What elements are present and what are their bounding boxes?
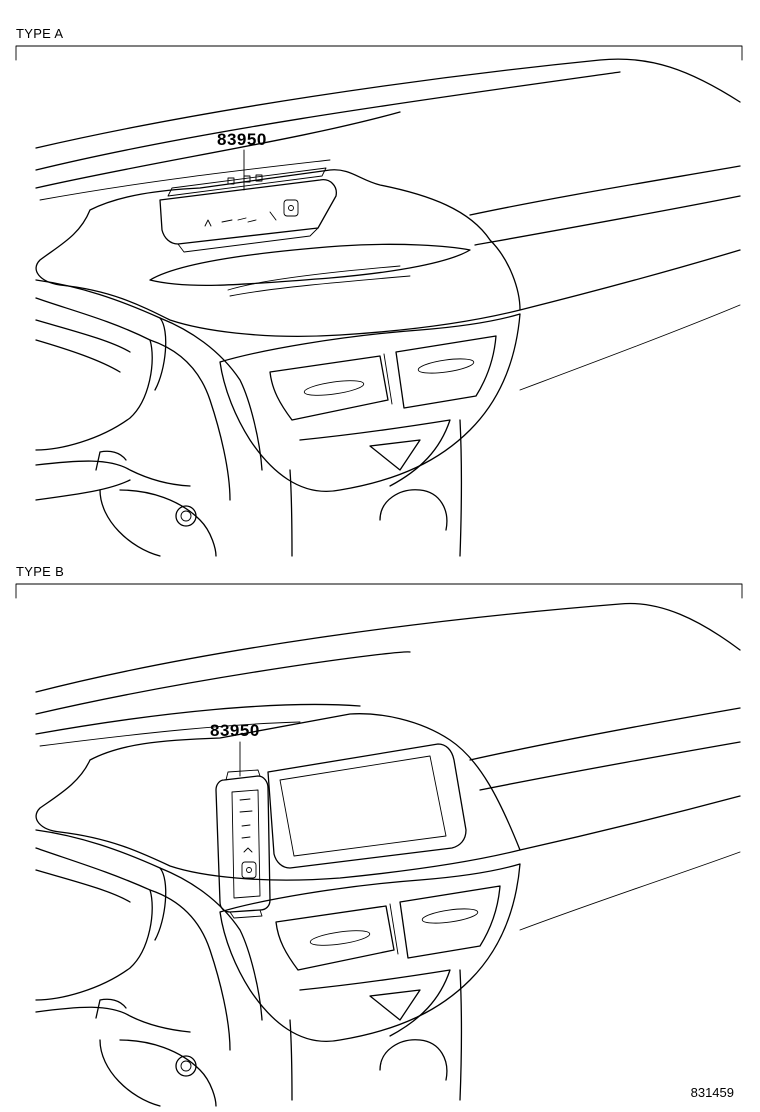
vent-divider-a xyxy=(383,353,393,405)
vent-left-a xyxy=(269,355,389,421)
type-a-label: TYPE A xyxy=(16,26,64,41)
vent-left-b xyxy=(275,905,395,971)
switch-module-a-base xyxy=(177,227,319,253)
left-trim-a2 xyxy=(35,297,153,451)
switch-module-a-icons xyxy=(204,211,277,227)
dash-edge-right-a1 xyxy=(469,165,741,216)
left-trim-a1 xyxy=(35,279,167,391)
vent-divider-b xyxy=(389,903,399,955)
display-slot-inner-a xyxy=(227,265,401,291)
switch-module-a-knob3 xyxy=(255,174,263,182)
switch-module-b-base xyxy=(229,909,263,919)
dash-edge-right-b1 xyxy=(469,707,741,761)
display-screen-b xyxy=(267,743,467,869)
knob-b xyxy=(175,1055,197,1077)
dash-top-line-a1 xyxy=(35,58,741,149)
left-panel-a-lower xyxy=(119,489,217,557)
left-trim-b1 xyxy=(35,829,167,941)
left-trim-a7 xyxy=(95,450,127,471)
left-trim-a4 xyxy=(35,339,121,373)
console-left-edge-b xyxy=(289,1019,293,1101)
knob-b-inner xyxy=(180,1060,192,1072)
left-trim-a5 xyxy=(35,460,191,487)
knob-a-inner xyxy=(180,510,192,522)
left-trim-b2 xyxy=(35,847,153,1001)
display-hood-b xyxy=(35,713,521,881)
display-hood-a xyxy=(35,169,521,337)
switch-module-b-top xyxy=(225,769,261,781)
console-triangle-a xyxy=(369,439,421,471)
dash-top-line-b1 xyxy=(35,602,741,693)
console-outline-b xyxy=(219,863,521,1042)
vent-right-b-slot xyxy=(421,908,479,924)
dash-edge-right-a3 xyxy=(519,249,741,311)
left-panel-b-lower xyxy=(119,1039,217,1107)
display-slot-inner-a2 xyxy=(229,275,411,297)
switch-module-a-button xyxy=(283,199,299,217)
vent-right-b xyxy=(399,885,501,959)
left-trim-b6 xyxy=(149,889,231,1051)
switch-module-a-knob1 xyxy=(227,177,235,185)
knob-a xyxy=(175,505,197,527)
type-b-label: TYPE B xyxy=(16,564,65,579)
vent-left-b-slot xyxy=(309,930,371,946)
left-trim-b3 xyxy=(35,869,131,903)
display-screen-b-inner xyxy=(279,755,447,857)
switch-module-b-body xyxy=(215,775,271,913)
dash-top-line-b2 xyxy=(35,651,411,715)
switch-module-a-button-dot xyxy=(288,205,294,211)
dash-top-line-a3 xyxy=(35,111,401,189)
dash-top-line-b3 xyxy=(35,703,361,735)
vent-right-a xyxy=(395,335,497,409)
left-trim-b7 xyxy=(159,867,263,1021)
frame-bracket-b xyxy=(15,583,743,599)
switch-module-b-icons xyxy=(239,798,253,853)
console-dial-a xyxy=(379,489,448,531)
console-triangle-b xyxy=(369,989,421,1021)
vent-right-a-slot xyxy=(417,358,475,374)
dash-edge-right-b3 xyxy=(519,795,741,851)
dash-edge-right-a4 xyxy=(519,304,741,391)
left-trim-b5 xyxy=(95,998,127,1019)
console-lower-a xyxy=(299,419,451,487)
vent-left-a-slot xyxy=(303,380,365,396)
console-dial-b xyxy=(379,1039,448,1081)
console-outline-a xyxy=(219,313,521,492)
dash-edge-right-b2 xyxy=(479,741,741,791)
type-a-dashboard-illustration xyxy=(15,45,743,557)
switch-module-a-top xyxy=(167,167,327,197)
left-trim-a9 xyxy=(159,317,263,471)
left-trim-a3 xyxy=(35,319,131,353)
dash-top-line-a2 xyxy=(35,71,621,171)
console-right-edge-b xyxy=(459,969,463,1101)
type-b-part-number: 83950 xyxy=(210,721,260,740)
console-left-edge-a xyxy=(289,469,293,557)
dash-top-line-b4 xyxy=(39,721,301,747)
left-trim-a6 xyxy=(35,479,131,501)
console-right-edge-a xyxy=(459,419,463,557)
switch-module-b-face xyxy=(231,789,261,899)
left-panel-a-lower2 xyxy=(99,489,161,557)
switch-module-a-knob2 xyxy=(243,175,251,183)
switch-module-b-button xyxy=(241,861,257,879)
left-trim-a8 xyxy=(149,339,231,501)
dash-edge-right-a2 xyxy=(474,195,741,246)
frame-bracket-a xyxy=(15,45,743,61)
dash-top-line-a4 xyxy=(39,159,331,201)
dash-edge-right-b4 xyxy=(519,851,741,931)
switch-module-b-button-dot xyxy=(246,867,252,873)
console-lower-b xyxy=(299,969,451,1037)
left-trim-b4 xyxy=(35,1006,191,1033)
left-panel-b-lower2 xyxy=(99,1039,161,1107)
figure-code: 831459 xyxy=(690,1085,734,1100)
